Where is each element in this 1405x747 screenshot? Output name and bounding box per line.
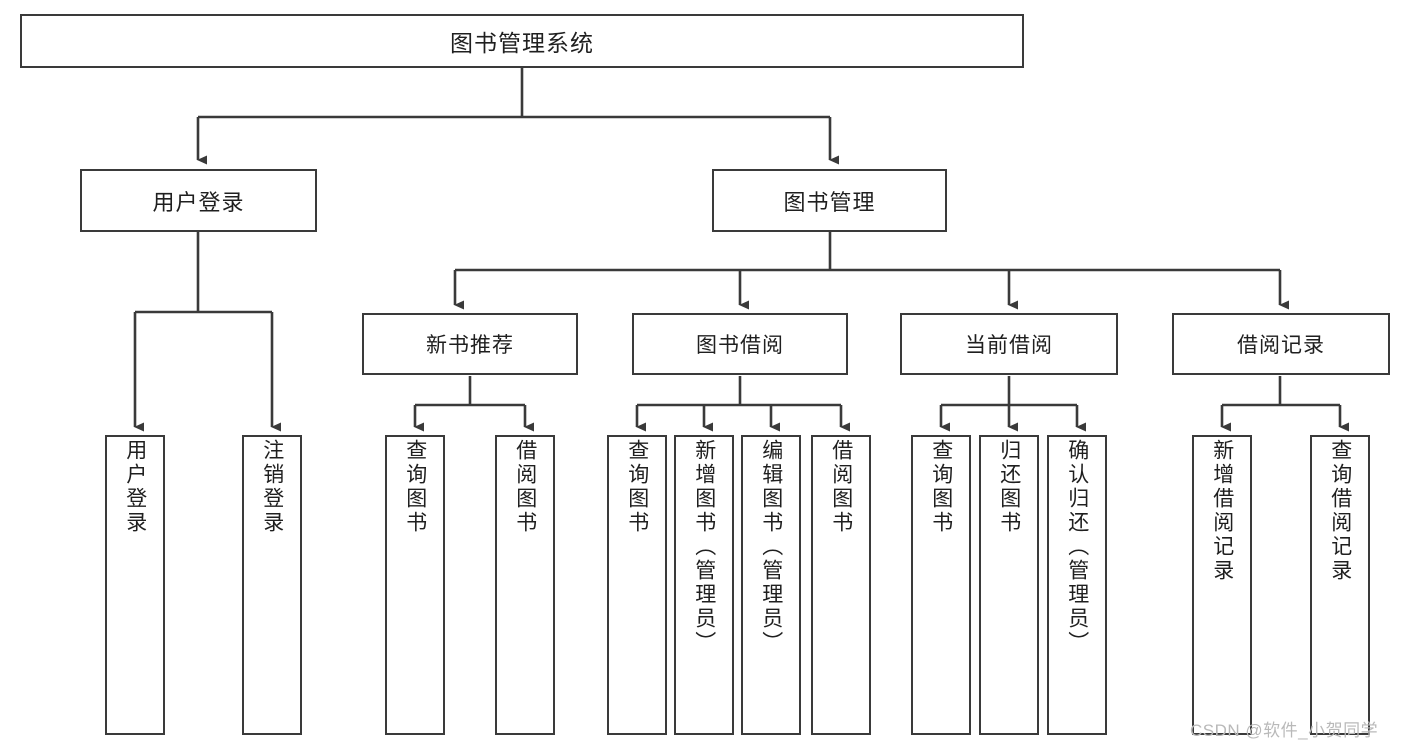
leaf-edit-book[interactable]: 编辑图书（管理员） — [741, 435, 801, 735]
csdn-watermark: CSDN @软件_小贺同学 — [1190, 721, 1379, 740]
leaf-query-book-3-label: 查询图书 — [929, 439, 953, 535]
leaf-borrow-book-1-label: 借阅图书 — [513, 439, 537, 535]
leaf-add-book[interactable]: 新增图书（管理员） — [674, 435, 734, 735]
node-borrow-record-label: 借阅记录 — [1237, 334, 1325, 357]
node-book-management[interactable]: 图书管理 — [712, 169, 947, 232]
node-root[interactable]: 图书管理系统 — [20, 14, 1024, 68]
leaf-borrow-book-2[interactable]: 借阅图书 — [811, 435, 871, 735]
leaf-confirm-return[interactable]: 确认归还（管理员） — [1047, 435, 1107, 735]
node-user-login-label: 用户登录 — [152, 189, 245, 215]
leaf-user-logout[interactable]: 注销登录 — [242, 435, 302, 735]
node-current-borrow-label: 当前借阅 — [965, 334, 1053, 357]
node-current-borrow[interactable]: 当前借阅 — [900, 313, 1118, 375]
leaf-query-book-2[interactable]: 查询图书 — [607, 435, 667, 735]
leaf-add-record[interactable]: 新增借阅记录 — [1192, 435, 1252, 735]
leaf-query-book-1[interactable]: 查询图书 — [385, 435, 445, 735]
leaf-add-record-label: 新增借阅记录 — [1210, 439, 1234, 583]
node-new-book-recommend-label: 新书推荐 — [426, 334, 514, 357]
leaf-query-book-1-label: 查询图书 — [403, 439, 427, 535]
leaf-confirm-return-label: 确认归还（管理员） — [1065, 439, 1089, 655]
node-new-book-recommend[interactable]: 新书推荐 — [362, 313, 578, 375]
leaf-user-logout-label: 注销登录 — [260, 439, 284, 535]
leaf-user-login-label: 用户登录 — [123, 439, 147, 535]
node-root-label: 图书管理系统 — [450, 30, 594, 56]
leaf-edit-book-label: 编辑图书（管理员） — [759, 439, 783, 655]
leaf-borrow-book-1[interactable]: 借阅图书 — [495, 435, 555, 735]
leaf-return-book-label: 归还图书 — [997, 439, 1021, 535]
leaf-return-book[interactable]: 归还图书 — [979, 435, 1039, 735]
leaf-query-book-2-label: 查询图书 — [625, 439, 649, 535]
node-user-login[interactable]: 用户登录 — [80, 169, 317, 232]
leaf-borrow-book-2-label: 借阅图书 — [829, 439, 853, 535]
node-book-borrow[interactable]: 图书借阅 — [632, 313, 848, 375]
leaf-query-book-3[interactable]: 查询图书 — [911, 435, 971, 735]
node-book-management-label: 图书管理 — [783, 189, 876, 215]
leaf-query-record[interactable]: 查询借阅记录 — [1310, 435, 1370, 735]
leaf-query-record-label: 查询借阅记录 — [1328, 439, 1352, 583]
node-borrow-record[interactable]: 借阅记录 — [1172, 313, 1390, 375]
node-book-borrow-label: 图书借阅 — [696, 334, 784, 357]
leaf-user-login[interactable]: 用户登录 — [105, 435, 165, 735]
leaf-add-book-label: 新增图书（管理员） — [692, 439, 716, 655]
